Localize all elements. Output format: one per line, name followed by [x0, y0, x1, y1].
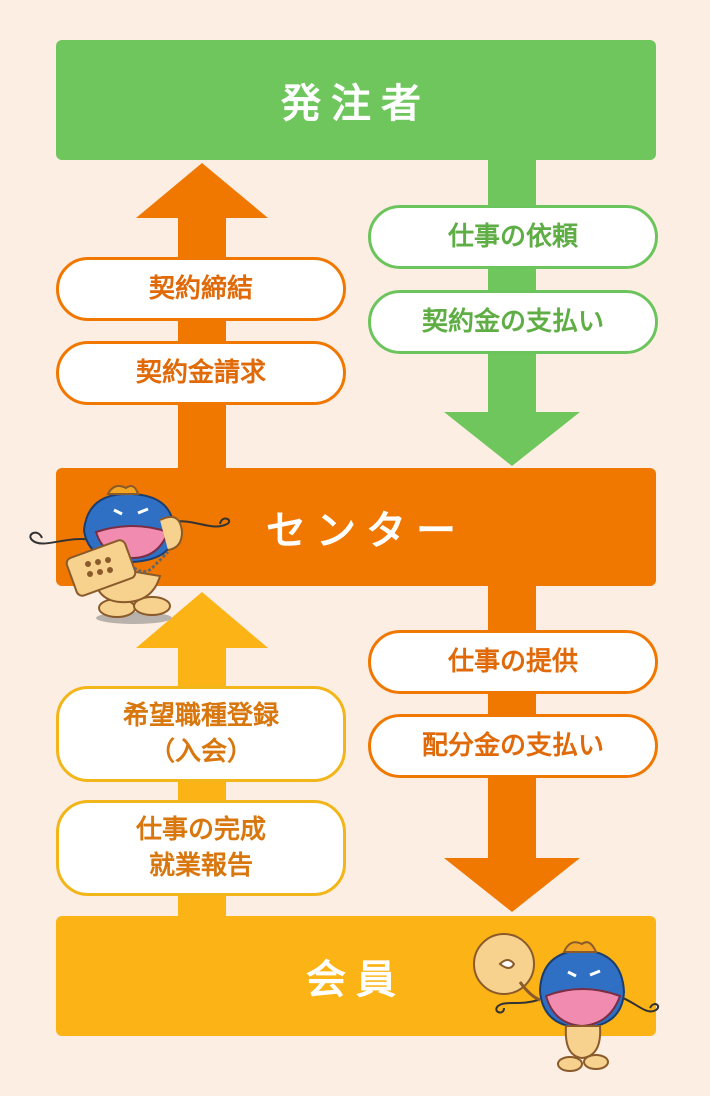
label-job-provision: 仕事の提供	[368, 630, 658, 694]
mascot-on-phone-icon	[29, 485, 231, 624]
label-contract-payment: 契約金の支払い	[368, 290, 658, 354]
label-distribution-payment: 配分金の支払い	[368, 714, 658, 778]
label-job-request: 仕事の依頼	[368, 205, 658, 269]
label-registration: 希望職種登録 （入会）	[56, 686, 346, 782]
orderer-label: 発注者	[281, 81, 431, 127]
label-contract-conclusion: 契約締結	[56, 257, 346, 321]
center-label: センター	[266, 508, 466, 554]
member-label: 会員	[306, 957, 406, 1003]
mascot-ok-sign-icon	[473, 933, 660, 1072]
label-contract-invoice: 契約金請求	[56, 341, 346, 405]
orderer-box: 発注者	[56, 40, 656, 160]
label-completion-report: 仕事の完成 就業報告	[56, 800, 346, 896]
